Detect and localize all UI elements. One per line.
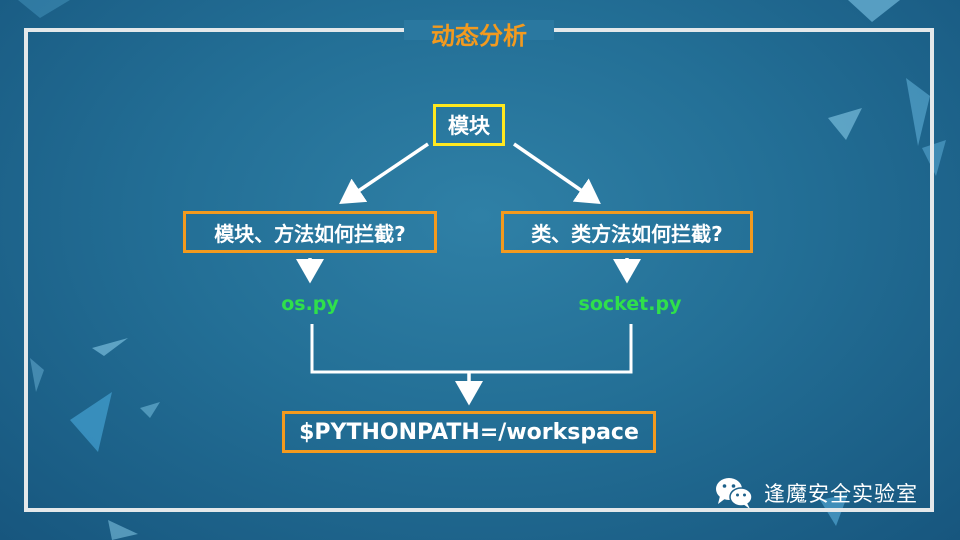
left-branch-node: 模块、方法如何拦截? — [183, 211, 437, 253]
socket-file-label: socket.py — [578, 293, 682, 315]
wechat-icon — [716, 478, 753, 509]
root-node: 模块 — [433, 104, 505, 146]
os-file-label: os.py — [281, 293, 339, 315]
pythonpath-node: $PYTHONPATH=/workspace — [282, 411, 656, 453]
merge-line — [310, 324, 633, 374]
title-backdrop — [404, 20, 554, 40]
slide-title: 动态分析 — [431, 22, 527, 50]
watermark-text: 逢魔安全实验室 — [764, 482, 918, 506]
right-branch-node: 类、类方法如何拦截? — [501, 211, 753, 253]
watermark: 逢魔安全实验室 — [714, 476, 918, 510]
arrow-root-to-right — [513, 142, 601, 204]
arrow-root-to-left — [339, 142, 429, 204]
